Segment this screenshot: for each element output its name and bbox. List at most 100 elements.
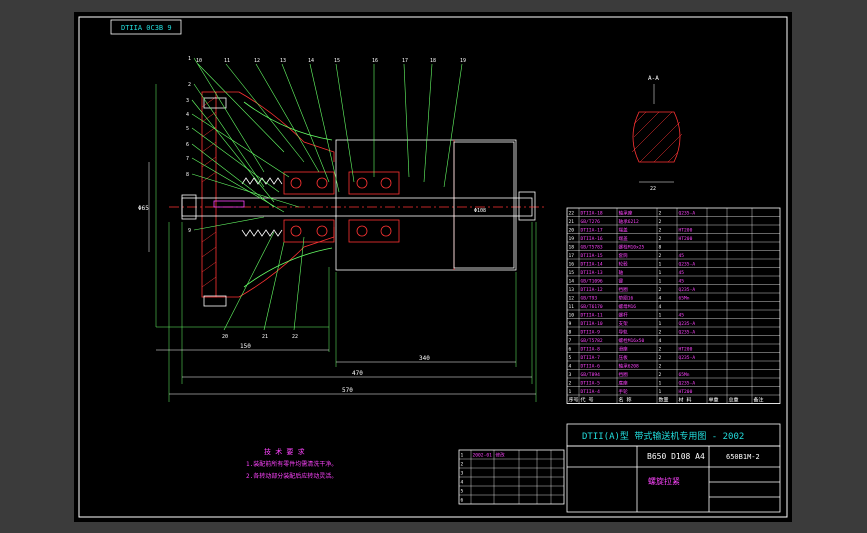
bom-cell: Q235-A — [679, 381, 696, 387]
bom-cell: 1 — [659, 381, 662, 387]
bom-cell: DTIIA-11 — [581, 313, 603, 319]
balloon-label: 17 — [402, 58, 408, 64]
bom-cell: DTIIA-4 — [581, 389, 601, 395]
bom-cell: 轴承座 — [619, 210, 633, 217]
bolt-top — [203, 97, 227, 109]
balloon-leader — [197, 63, 285, 153]
revision-cell: 5 — [461, 489, 464, 495]
bom-cell: 2 — [659, 211, 662, 217]
bom-cell: GB/T6170 — [581, 304, 603, 310]
bom-cell: 11 — [569, 304, 575, 310]
balloon-label: 22 — [292, 334, 298, 340]
dim-2: 340 — [419, 355, 430, 362]
bom-cell: 45 — [679, 313, 685, 319]
part-name: 螺旋拉紧 — [648, 476, 680, 486]
bom-cell: 4 — [569, 364, 572, 370]
revision-cell: 4 — [461, 480, 464, 486]
bom-cell: DTIIA-10 — [581, 321, 603, 327]
bom-header-cell: 名 称 — [619, 397, 632, 404]
bom-cell: 8 — [569, 330, 572, 336]
shaft-end-left — [181, 194, 197, 220]
bom-cell: 底座 — [619, 380, 629, 387]
bom-cell: DTIIA-17 — [581, 228, 603, 234]
bom-cell: HT200 — [679, 236, 693, 242]
bom-cell: 2 — [659, 372, 662, 378]
bom-header-cell: 备注 — [754, 397, 764, 404]
bom-cell: DTIIA-9 — [581, 330, 601, 336]
drawing-code: B650 D108 A4 — [647, 452, 705, 461]
bom-header-cell: 总重 — [729, 397, 739, 404]
balloon-leader — [443, 63, 463, 188]
bom-cell: 22 — [569, 211, 575, 217]
dim-5: Φ65 — [138, 205, 149, 212]
balloon-leader — [223, 231, 275, 331]
balloon-leader — [403, 63, 410, 178]
section-view: A-A 22 — [631, 75, 683, 192]
bom-cell: 14 — [569, 279, 575, 285]
bom-cell: 18 — [569, 245, 575, 251]
balloon-label: 10 — [196, 58, 202, 64]
balloon-label: 6 — [186, 142, 189, 148]
bom-cell: 2 — [659, 219, 662, 225]
bom-header-cell: 代 号 — [581, 397, 594, 404]
bom-cell: 3 — [569, 372, 572, 378]
bom-cell: 10 — [569, 313, 575, 319]
balloon-leader — [191, 99, 275, 203]
bom-cell: 65Mn — [679, 372, 690, 378]
balloon-label: 18 — [430, 58, 436, 64]
notes-title: 技 术 要 求 — [264, 447, 305, 456]
bom-cell: 压板 — [619, 354, 629, 361]
bom-cell: DTIIA-12 — [581, 287, 603, 293]
bom-cell: 2 — [659, 253, 662, 259]
balloon-label: 8 — [186, 172, 189, 178]
balloon-leader — [335, 63, 355, 183]
bom-cell: 2 — [569, 381, 572, 387]
bom-cell: Q235-A — [679, 355, 696, 361]
bom-cell: 15 — [569, 270, 575, 276]
bom-cell: 16 — [569, 262, 575, 268]
balloon-label: 20 — [222, 334, 228, 340]
section-shape — [632, 111, 681, 163]
bom-cell: 手轮 — [619, 388, 629, 395]
dimension-lines — [148, 162, 536, 395]
balloon-leader — [309, 63, 340, 193]
dim-3: 470 — [352, 370, 363, 377]
bom-cell: 键 — [619, 278, 624, 285]
pulley-drum — [335, 139, 517, 271]
bom-cell: 轴 — [619, 269, 624, 276]
bom-cell: 1 — [659, 270, 662, 276]
revision-cell: 2 — [461, 462, 464, 468]
balloon-label: 19 — [460, 58, 466, 64]
bom-cell: 套筒 — [619, 252, 629, 259]
housing-cone — [243, 101, 333, 288]
tag-box — [110, 19, 182, 35]
balloon-leader — [191, 113, 290, 178]
balloon-label: 21 — [262, 334, 268, 340]
balloon-label: 7 — [186, 156, 189, 162]
balloon-label: 12 — [254, 58, 260, 64]
bom-cell: 1 — [659, 389, 662, 395]
balloon-label: 16 — [372, 58, 378, 64]
bom-cell: 2 — [659, 228, 662, 234]
bom-cell: 螺杆 — [619, 312, 629, 319]
bom-cell: HT200 — [679, 228, 693, 234]
bom-cell: DTIIA-15 — [581, 253, 603, 259]
bom-cell: DTIIA-7 — [581, 355, 601, 361]
bom-cell: 2 — [659, 330, 662, 336]
dim-6: Φ108 — [474, 208, 486, 214]
bom-cell: 13 — [569, 287, 575, 293]
extension-lines — [155, 84, 537, 402]
bom-cell: 螺栓M10x25 — [619, 244, 645, 251]
balloon-label: 14 — [308, 58, 314, 64]
spring — [241, 177, 283, 237]
bom-cell: 4 — [659, 338, 662, 344]
bom-header-cell: 材 料 — [679, 397, 692, 404]
bom-cell: DTIIA-16 — [581, 236, 603, 242]
balloon-label: 1 — [188, 56, 191, 62]
balloon-leader — [255, 63, 320, 173]
bom-cell: 1 — [659, 262, 662, 268]
bom-cell: 4 — [659, 296, 662, 302]
